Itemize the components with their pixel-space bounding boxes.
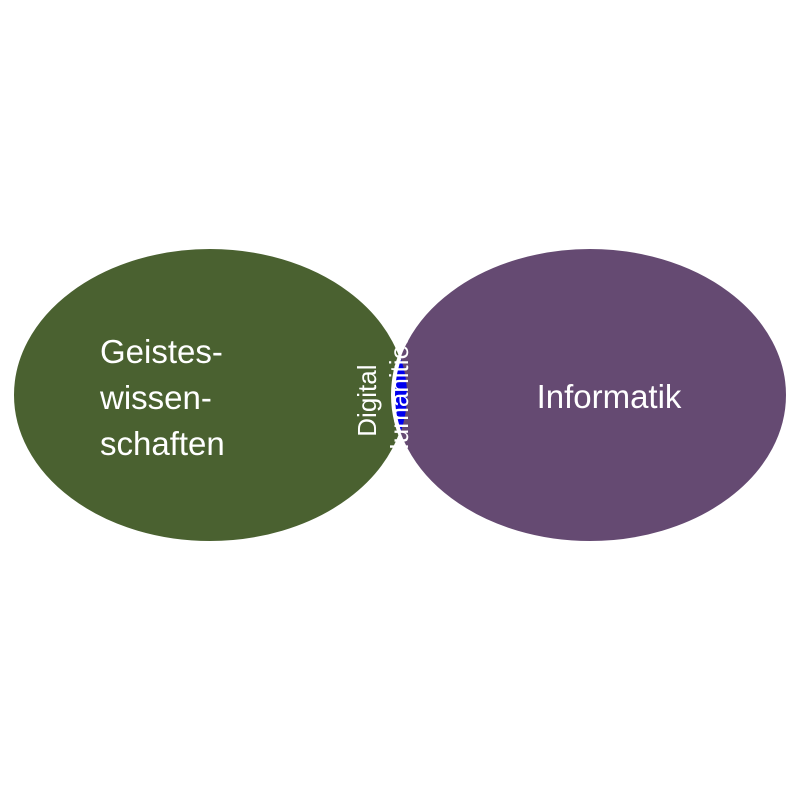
intersection-label-line: Humanities — [384, 332, 414, 462]
intersection-label-line: Digital — [352, 364, 382, 436]
svg-text:Digital Humanities: Digital Humanities — [352, 332, 414, 462]
set-label-line: schaften — [100, 425, 225, 462]
set-informatik-label: Informatik — [537, 378, 682, 415]
set-label-line: wissen- — [99, 379, 212, 416]
set-label-line: Informatik — [537, 378, 682, 415]
set-label-line: Geistes- — [100, 333, 223, 370]
intersection-label: Digital Humanities — [352, 332, 414, 462]
set-geisteswissenschaften-label: Geistes- wissen- schaften — [99, 333, 232, 462]
intersection-lens — [391, 248, 407, 542]
